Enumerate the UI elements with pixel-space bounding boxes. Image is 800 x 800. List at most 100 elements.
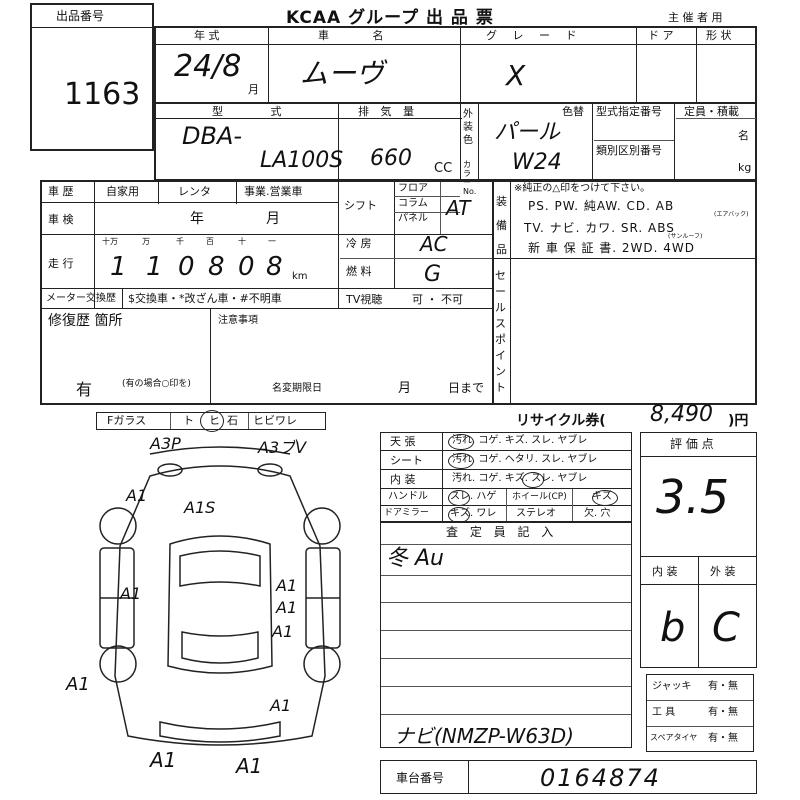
inspection-label: 車 検: [48, 213, 74, 226]
recycle-unit: )円: [728, 413, 749, 429]
chassis-number-label: 車台番号: [396, 771, 445, 785]
shift-floor: フロア: [398, 183, 428, 194]
fuel-value: G: [424, 262, 442, 287]
condition-handle-items: スレ. ハゲ: [450, 491, 497, 502]
damage-rear-left: A1: [150, 748, 177, 772]
inspector-area: [380, 522, 632, 748]
mileage-unit-1k: 千: [176, 237, 184, 246]
condition-mark-3: [522, 472, 544, 488]
damage-door-r3: A1: [272, 622, 294, 641]
repair-history-value: 有: [76, 380, 93, 399]
equipment-note: ※純正の△印をつけて下さい。: [514, 183, 651, 194]
history-option-rental: レンタ: [178, 185, 211, 198]
recycle-label: リサイクル券(: [516, 413, 606, 429]
equipment-label: 装備品: [496, 195, 507, 256]
condition-stereo-items: 欠. 穴: [584, 508, 611, 519]
meter-label: メーター交換歴: [46, 293, 116, 304]
accessory-tools-label: 工 具: [652, 707, 676, 718]
mileage-label: 走 行: [48, 257, 74, 270]
mileage-digit-6: 8: [266, 252, 283, 282]
inspector-note: 冬 Au: [386, 546, 444, 571]
condition-mark-5: [592, 490, 618, 506]
transfer-day-until: 日まで: [448, 381, 485, 395]
condition-ceiling-label: 天 張: [390, 435, 416, 448]
mileage-unit-100k: 十万: [102, 237, 118, 246]
fuel-label: 燃 料: [346, 265, 372, 278]
mileage-digit-5: 0: [238, 252, 255, 282]
shape-label: 形 状: [706, 29, 732, 42]
recycle-fee-value: 8,490: [650, 402, 713, 427]
mileage-digit-4: 8: [208, 252, 225, 282]
condition-mirror-items: キズ. ワレ: [450, 508, 497, 519]
mileage-digit-3: 0: [178, 252, 195, 282]
car-name-label: 車 名: [318, 29, 404, 42]
model-label: 型 式: [212, 105, 304, 118]
transfer-deadline-label: 名変期限日: [272, 383, 322, 394]
damage-side-left: A1: [120, 584, 142, 603]
repair-history-note: (有の場合○印を): [122, 379, 191, 389]
lot-number: 1163: [64, 77, 141, 112]
year-value: 24/8: [174, 49, 242, 84]
exterior-score-label: 外 装: [710, 565, 736, 578]
exterior-score-value: C: [712, 605, 740, 651]
damage-door-r1: A1: [276, 576, 298, 595]
shift-panel: パネル: [398, 213, 428, 224]
grade-value: X: [506, 59, 526, 92]
mileage-unit-10: 十: [238, 237, 246, 246]
condition-ceiling-items: 汚れ. コゲ. キズ. スレ. ヤブレ: [452, 435, 588, 446]
door-label: ド ア: [648, 29, 674, 42]
score-value: 3.5: [656, 470, 730, 524]
tv-value: 可 ・ 不可: [412, 293, 463, 306]
interior-score-label: 内 装: [652, 565, 678, 578]
history-option-private: 自家用: [106, 185, 139, 198]
color-no-label: カラーNo.: [463, 160, 477, 196]
condition-interior-items: 汚れ. コゲ. キズ. スレ. ヤブレ: [452, 473, 588, 484]
history-option-commercial: 事業.営業車: [244, 185, 303, 198]
glass-option-to: ト: [183, 414, 194, 427]
notes-label: 注意事項: [218, 315, 258, 326]
condition-stereo-label: ステレオ: [516, 508, 556, 519]
score-area: [640, 432, 757, 668]
mileage-digit-1: 1: [110, 252, 127, 282]
glass-option-crack: ヒビワレ: [253, 414, 297, 427]
meter-note: $交換車・*改ざん車・#不明車: [128, 292, 282, 305]
mileage-digit-2: 1: [146, 252, 163, 282]
history-section: [40, 180, 757, 405]
damage-rear-right: A1: [236, 754, 263, 778]
damage-door-r2: A1: [276, 598, 298, 617]
inspection-month-unit: 月: [266, 211, 280, 227]
type-designation-label: 型式指定番号: [596, 105, 662, 118]
model-code-note: ナビ(NMZP-W63D): [394, 724, 574, 748]
accessory-tools-value: 有・無: [708, 707, 738, 718]
cc-unit: CC: [434, 161, 453, 176]
shift-label: シフト: [344, 199, 377, 212]
repair-history-label: 修復歴 箇所: [48, 313, 123, 329]
chassis-number-box: [380, 760, 757, 794]
exterior-color-label: 外装色: [463, 109, 473, 146]
displacement-label: 排 気 量: [358, 105, 418, 118]
accessory-jack-value: 有・無: [708, 681, 738, 692]
condition-seat-label: シート: [390, 454, 423, 467]
damage-hood: A1S: [184, 498, 216, 517]
color-code-value: W24: [512, 150, 562, 175]
model-prefix-value: DBA-: [182, 122, 243, 150]
car-name-value: ムーヴ: [300, 57, 385, 90]
color-sub-label: 色替: [562, 105, 584, 118]
mileage-unit-1: 一: [268, 237, 276, 246]
damage-front-right: A3ブV: [258, 438, 307, 457]
inspection-year-unit: 年: [190, 211, 204, 227]
sales-point-label: セールスポイント: [495, 269, 506, 394]
condition-mark-6: [448, 507, 470, 523]
year-label: 年 式: [194, 29, 220, 42]
model-value: LA100S: [260, 148, 344, 173]
accessory-jack-label: ジャッキ: [652, 681, 692, 692]
condition-mirror-label: ドアミラー: [384, 508, 429, 518]
equipment-ab-sub: (エアバック): [714, 211, 749, 218]
damage-wheel-right: A1: [270, 696, 292, 715]
interior-score-value: b: [660, 605, 686, 651]
lot-number-box: 出品番号 1163: [30, 3, 154, 151]
condition-seat-items: 汚れ. コゲ. ヘタリ. スレ. ヤブレ: [452, 454, 598, 465]
equipment-row-1: PS. PW. 純AW. CD. AB: [528, 199, 675, 213]
condition-interior-label: 内 装: [390, 473, 416, 486]
history-label: 車 歴: [48, 185, 74, 198]
